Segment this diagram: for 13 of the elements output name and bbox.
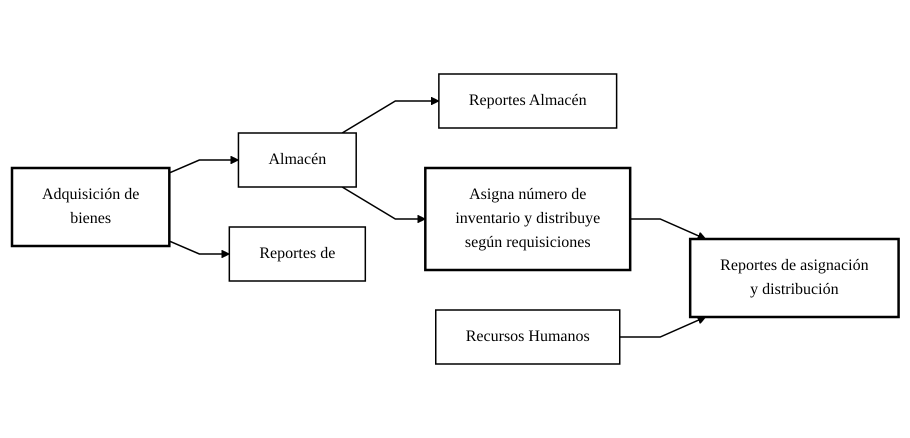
node-box: Reportes Almacén <box>438 73 618 129</box>
arrow <box>619 316 706 338</box>
node-box: Almacén <box>237 132 357 188</box>
arrow <box>168 156 239 174</box>
arrow <box>630 218 706 240</box>
node-box: Adquisición de bienes <box>10 166 170 248</box>
node-box: Reportes de <box>228 226 366 282</box>
arrow <box>341 96 439 134</box>
node-box: Asigna número de inventario y distribuye según requisiciones <box>424 166 632 272</box>
arrow <box>341 186 426 224</box>
node-box: Reportes de asignación y distribución <box>688 238 900 318</box>
arrow <box>168 240 230 258</box>
node-box: Recursos Humanos <box>434 309 620 365</box>
